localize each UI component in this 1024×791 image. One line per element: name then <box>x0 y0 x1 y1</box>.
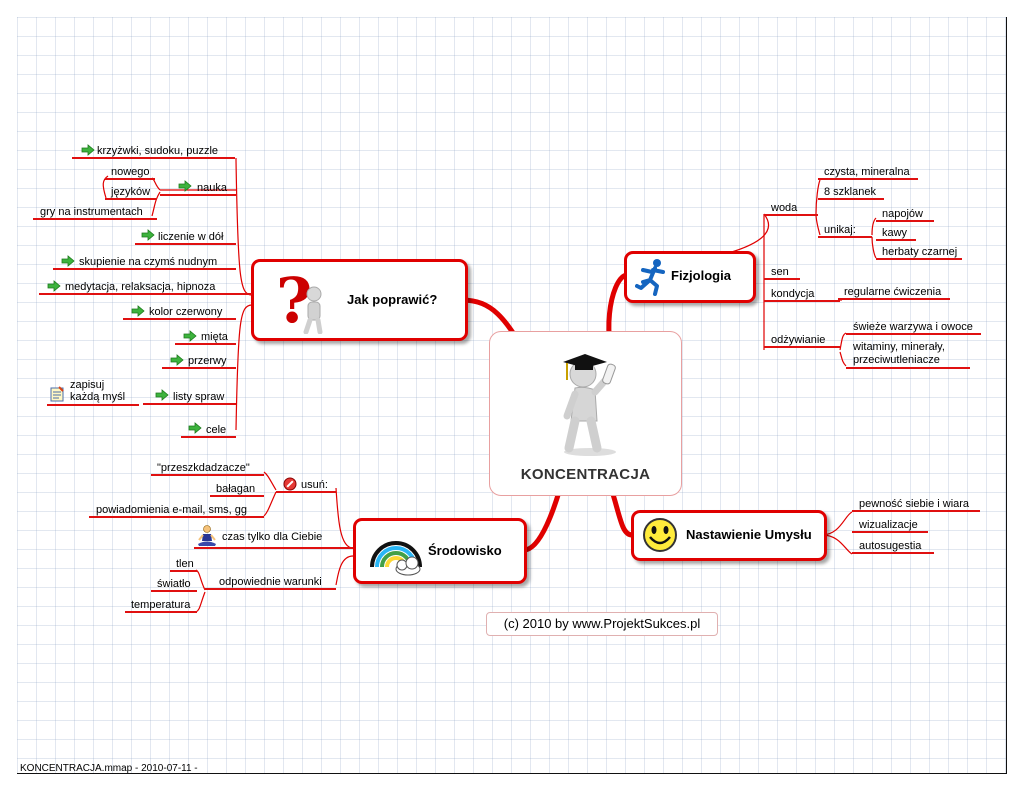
node-jak-poprawic[interactable]: ? Jak poprawić? <box>251 259 468 341</box>
nas-item-autosugestia-underline <box>852 552 934 554</box>
green-arrow-icon <box>61 255 75 267</box>
fiz-item-herbaty-underline <box>876 258 962 260</box>
sr-item-balagan-underline <box>210 495 264 497</box>
question-mark-icon: ? <box>274 264 330 334</box>
meditating-person-icon <box>197 525 217 547</box>
no-entry-icon <box>283 477 297 491</box>
green-arrow-icon <box>170 354 184 366</box>
green-arrow-icon <box>183 330 197 342</box>
green-arrow-icon <box>131 305 145 317</box>
link-sr-trunk-up <box>336 488 353 548</box>
green-arrow-icon <box>188 422 202 434</box>
jak-item-kazda[interactable]: każdą myśl <box>70 391 125 404</box>
jak-item-jezykow-underline <box>105 198 157 200</box>
sr-item-czas[interactable]: czas tylko dla Ciebie <box>222 531 322 544</box>
jak-item-liczenie-underline <box>135 243 236 245</box>
jak-item-nauka-underline <box>160 194 236 196</box>
nas-item-wizualizacje-underline <box>852 531 928 533</box>
fiz-item-witaminy[interactable]: witaminy, minerały, przeciwutleniacze <box>853 341 965 367</box>
jak-item-zapisuj-underline <box>47 404 139 406</box>
jak-item-nowego-underline <box>105 178 155 180</box>
notepad-icon <box>50 386 64 402</box>
nas-item-pewnosc-underline <box>852 510 980 512</box>
jak-item-mieta-underline <box>175 343 236 345</box>
fiz-item-odzywianie-underline <box>764 346 840 348</box>
jak-item-przerwy-underline <box>162 367 236 369</box>
jak-item-listy-underline <box>143 403 236 405</box>
jak-item-skupienie-underline <box>53 268 236 270</box>
fiz-item-swieze-underline <box>846 333 981 335</box>
jak-item-kolor-underline <box>123 318 236 320</box>
link-jak-trunk-down <box>236 305 252 430</box>
green-arrow-icon <box>155 389 169 401</box>
fiz-item-regularne-underline <box>838 298 950 300</box>
node-nastawienie[interactable]: Nastawienie Umysłu <box>631 510 827 561</box>
jak-item-gry-underline <box>33 218 157 220</box>
jak-title: Jak poprawić? <box>347 292 437 307</box>
center-title: KONCENTRACJA <box>490 466 681 483</box>
sr-item-usun-underline <box>276 491 336 493</box>
center-node[interactable]: KONCENTRACJA <box>489 331 682 496</box>
fiz-item-kondycja-underline <box>764 300 840 302</box>
green-arrow-icon <box>178 180 192 192</box>
link-sr-trunk-down <box>336 556 353 585</box>
sr-item-temperatura-underline <box>125 611 197 613</box>
fiz-item-czysta-underline <box>818 178 918 180</box>
sr-item-tlen-underline <box>170 570 197 572</box>
copyright-box: (c) 2010 by www.ProjektSukces.pl <box>486 612 718 636</box>
fiz-item-unikaj-underline <box>818 236 872 238</box>
fiz-item-witaminy-underline <box>846 367 970 369</box>
green-arrow-icon <box>81 144 95 156</box>
sr-item-warunki-underline <box>205 588 336 590</box>
sr-item-powiadomienia-underline <box>89 516 264 518</box>
fiz-item-szklanek-underline <box>818 198 884 200</box>
node-srodowisko[interactable]: Środowisko <box>353 518 527 584</box>
jak-item-cele-underline <box>181 436 236 438</box>
smiley-icon <box>642 517 678 553</box>
fiz-item-napojow-underline <box>876 220 934 222</box>
footer-filename: KONCENTRACJA.mmap - 2010-07-11 - <box>20 763 198 774</box>
sr-item-czas-underline <box>194 547 353 549</box>
jak-item-krzyzowki-underline <box>72 157 235 159</box>
runner-icon <box>635 258 671 296</box>
green-arrow-icon <box>47 280 61 292</box>
fiz-item-woda-underline <box>764 214 818 216</box>
fiz-item-kawy-underline <box>876 239 916 241</box>
jak-item-medytacja-underline <box>39 293 252 295</box>
green-arrow-icon <box>141 229 155 241</box>
rainbow-icon <box>368 527 426 577</box>
sr-item-swiatlo-underline <box>151 590 197 592</box>
nastawienie-title: Nastawienie Umysłu <box>686 527 812 542</box>
srodowisko-title: Środowisko <box>428 543 502 558</box>
link-jak-trunk-up <box>236 160 252 295</box>
sr-item-przeszkadzacze-underline <box>151 474 264 476</box>
fizjologia-title: Fizjologia <box>671 268 731 283</box>
graduate-figure-icon <box>545 346 635 458</box>
fiz-item-sen-underline <box>764 278 800 280</box>
node-fizjologia[interactable]: Fizjologia <box>624 251 756 303</box>
